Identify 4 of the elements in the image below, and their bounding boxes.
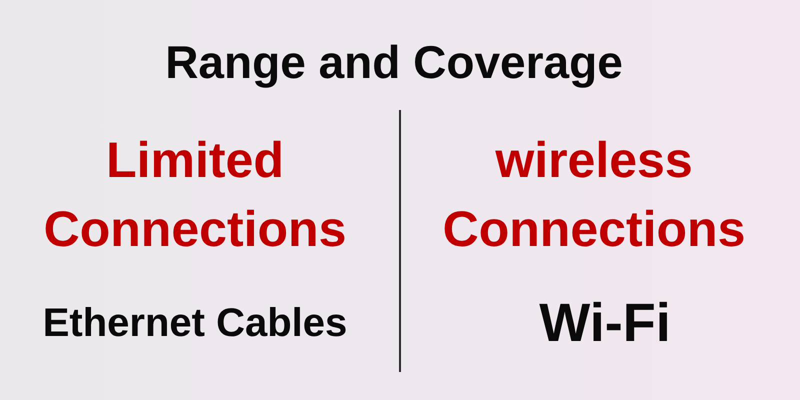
column-item: Wi-Fi <box>538 296 672 350</box>
column-heading: Limited Connections <box>42 131 348 259</box>
column-heading: wireless Connections <box>442 131 746 259</box>
column-item: Ethernet Cables <box>42 303 348 343</box>
